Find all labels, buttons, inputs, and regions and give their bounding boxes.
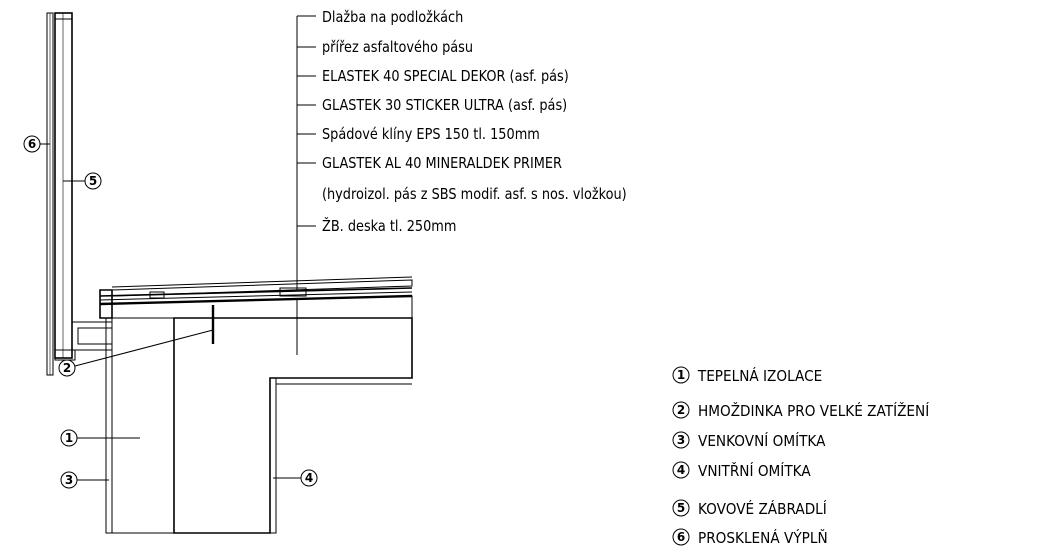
legend-text-4: VNITŘNÍ OMÍTKA bbox=[698, 462, 811, 480]
marker-5-label: 5 bbox=[89, 174, 97, 188]
legend-item-6: 6 PROSKLENÁ VÝPLŇ bbox=[672, 528, 828, 547]
svg-text:2: 2 bbox=[677, 403, 685, 417]
layer-leaders bbox=[296, 15, 316, 355]
wall-insulation bbox=[111, 317, 175, 534]
layer-label-elastek: ELASTEK 40 SPECIAL DEKOR (asf. pás) bbox=[322, 68, 569, 85]
concrete-structure bbox=[173, 317, 413, 534]
legend-text-2: HMOŽDINKA PRO VELKÉ ZATÍŽENÍ bbox=[698, 401, 929, 420]
legend: 1 TEPELNÁ IZOLACE 2 HMOŽDINKA PRO VELKÉ … bbox=[672, 366, 929, 547]
roof-layers bbox=[99, 276, 413, 344]
svg-text:3: 3 bbox=[677, 433, 685, 447]
railing-cap bbox=[54, 12, 73, 20]
membrane-layer-2 bbox=[99, 291, 413, 301]
legend-text-6: PROSKLENÁ VÝPLŇ bbox=[698, 529, 828, 547]
layer-label-strip: přířez asfaltového pásu bbox=[322, 39, 473, 56]
layer-label-glastek-sticker: GLASTEK 30 STICKER ULTRA (asf. pás) bbox=[322, 97, 567, 114]
layer-label-slab: ŽB. deska tl. 250mm bbox=[322, 216, 456, 235]
legend-item-3: 3 VENKOVNÍ OMÍTKA bbox=[672, 431, 825, 450]
marker-6-label: 6 bbox=[28, 137, 36, 151]
marker-2-label: 2 bbox=[63, 361, 71, 375]
metal-railing-post bbox=[54, 12, 73, 359]
marker-1-label: 1 bbox=[65, 431, 73, 445]
membrane-layer-1 bbox=[99, 294, 413, 306]
marker-3-label: 3 bbox=[65, 473, 73, 487]
legend-item-4: 4 VNITŘNÍ OMÍTKA bbox=[672, 461, 811, 480]
marker-2-circle bbox=[58, 359, 76, 377]
svg-text:4: 4 bbox=[677, 463, 685, 477]
railing-group bbox=[46, 12, 113, 376]
edge-flashing bbox=[99, 289, 113, 319]
legend-text-1: TEPELNÁ IZOLACE bbox=[697, 367, 822, 385]
layer-labels: Dlažba na podložkách přířez asfaltového … bbox=[322, 9, 627, 235]
layer-label-eps: Spádové klíny EPS 150 tl. 150mm bbox=[322, 126, 540, 143]
paving-pedestal bbox=[279, 287, 307, 297]
layer-label-glastek-al: GLASTEK AL 40 MINERALDEK PRIMER bbox=[322, 155, 562, 172]
legend-item-1: 1 TEPELNÁ IZOLACE bbox=[672, 366, 822, 385]
svg-text:5: 5 bbox=[677, 501, 685, 515]
legend-item-5: 5 KOVOVÉ ZÁBRADLÍ bbox=[672, 499, 827, 518]
callout-markers: 6 5 2 1 3 4 bbox=[23, 135, 318, 489]
layer-label-paving: Dlažba na podložkách bbox=[322, 9, 463, 26]
marker-4-label: 4 bbox=[305, 471, 313, 485]
legend-item-2: 2 HMOŽDINKA PRO VELKÉ ZATÍŽENÍ bbox=[672, 401, 929, 420]
layer-label-glastek-note: (hydroizol. pás z SBS modif. asf. s nos.… bbox=[322, 186, 627, 203]
interior-plaster bbox=[269, 377, 277, 534]
wall-section bbox=[105, 317, 413, 534]
svg-text:6: 6 bbox=[677, 530, 685, 544]
legend-text-3: VENKOVNÍ OMÍTKA bbox=[698, 432, 825, 450]
svg-text:1: 1 bbox=[677, 368, 685, 382]
paving-pedestal bbox=[149, 291, 165, 299]
paving-top-line bbox=[111, 276, 413, 288]
legend-text-5: KOVOVÉ ZÁBRADLÍ bbox=[698, 500, 827, 518]
